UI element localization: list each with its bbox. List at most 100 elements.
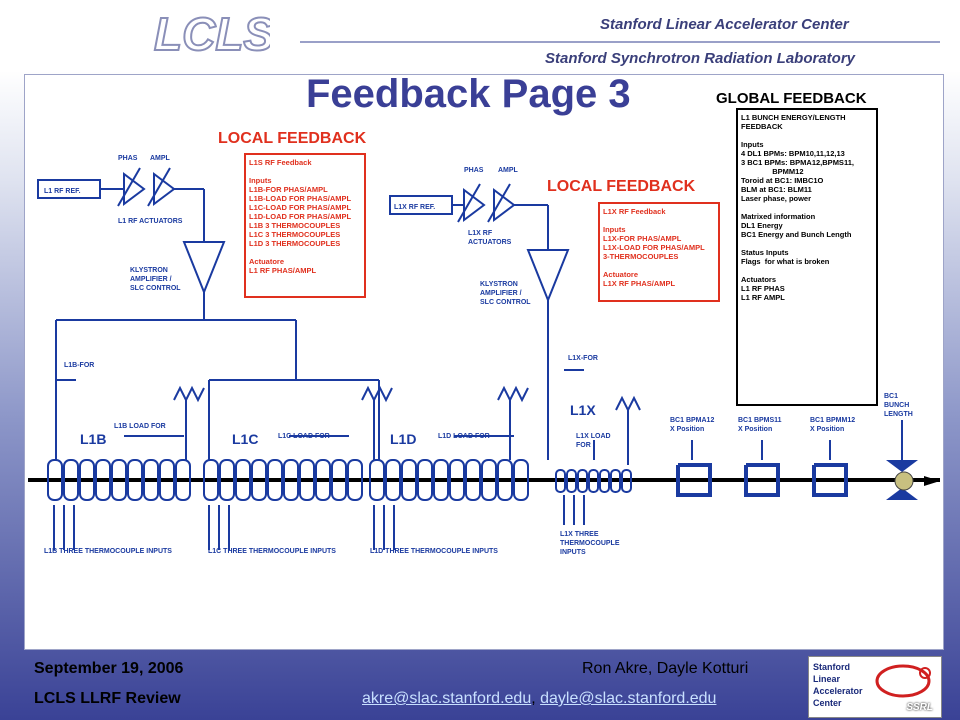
l1c-label: L1C <box>232 431 258 447</box>
phas-label-1: PHAS <box>118 155 138 162</box>
l1s-box-line: L1B 3 THERMOCOUPLES <box>249 221 341 230</box>
bc1-bpmm12-label-1: BC1 BPMM12 <box>810 417 855 424</box>
footer-email-links: akre@slac.stanford.edu, dayle@slac.stanf… <box>362 690 716 708</box>
global-feedback-box: L1 BUNCH ENERGY/LENGTH FEEDBACK Inputs 4… <box>736 108 878 406</box>
l1-phase-shifter <box>123 172 146 206</box>
global-box-line: BPMM12 <box>741 167 804 176</box>
slac-logo-text: Stanford Linear Accelerator Center <box>813 662 863 708</box>
l1s-feedback-box: L1S RF Feedback Inputs L1B-FOR PHAS/AMPL… <box>244 153 366 298</box>
l1x-thermo-label-1: L1X THREE <box>560 531 599 538</box>
institution-slac: Stanford Linear Accelerator Center <box>600 16 849 33</box>
l1x-rf-actuators-label-2: ACTUATORS <box>468 239 512 246</box>
l1x-box-line: Actuatore <box>603 270 639 279</box>
footer-date: September 19, 2006 <box>34 660 184 677</box>
header-rule <box>300 41 940 43</box>
bc1-bunch-label-2: BUNCH <box>884 402 909 409</box>
bc1-bend-3 <box>812 463 848 497</box>
global-box-line <box>741 203 873 212</box>
l1s-box-line: L1B-FOR PHAS/AMPL <box>249 185 328 194</box>
klystron-l1-label-1: KLYSTRON <box>130 267 168 274</box>
l1x-thermo-label-2: THERMOCOUPLE <box>560 540 620 547</box>
bc1-bpms11-label-1: BC1 BPMS11 <box>738 417 782 424</box>
ampl-label-2: AMPL <box>498 167 519 174</box>
global-box-line: Flags for what is broken <box>741 257 830 266</box>
lcls-logo-text: LCLS <box>154 8 270 60</box>
bc1-bpms11-label-2: X Position <box>738 426 772 433</box>
l1c-cavities <box>203 459 363 501</box>
slac-ssrl-logo: Stanford Linear Accelerator Center SSRL <box>808 656 942 718</box>
l1b-cavities <box>47 459 191 501</box>
l1s-box-line <box>249 248 361 257</box>
global-box-line: FEEDBACK <box>741 122 783 131</box>
l1s-box-line: L1C 3 THERMOCOUPLES <box>249 230 341 239</box>
l1c-load-label: L1C LOAD FOR <box>278 433 330 440</box>
l1d-cavities <box>369 459 529 501</box>
lcls-logo: LCLS <box>153 7 270 61</box>
klystron-l1x <box>526 249 570 303</box>
l1d-label: L1D <box>390 431 416 447</box>
l1x-box-line: L1X RF PHAS/AMPL <box>603 279 676 288</box>
bc1-bpma12-label-1: BC1 BPMA12 <box>670 417 714 424</box>
global-box-line <box>741 239 873 248</box>
l1d-thermo-label: L1D THREE THERMOCOUPLE INPUTS <box>370 548 498 555</box>
global-box-line: L1 RF PHAS <box>741 284 785 293</box>
l1s-box-line: Actuatore <box>249 257 285 266</box>
global-box-line <box>741 131 873 140</box>
bc1-bunch-label-1: BC1 <box>884 393 898 400</box>
l1s-box-line: L1C-LOAD FOR PHAS/AMPL <box>249 203 352 212</box>
global-box-line: BC1 Energy and Bunch Length <box>741 230 852 239</box>
l1x-load-label-1: L1X LOAD <box>576 433 611 440</box>
bc1-bpmm12-label-2: X Position <box>810 426 844 433</box>
global-feedback-label: GLOBAL FEEDBACK <box>716 90 867 107</box>
ssrl-logo-text: SSRL <box>906 702 933 713</box>
l1x-box-line <box>603 216 715 225</box>
bc1-bend-1 <box>676 463 712 497</box>
ssrl-ring-icon <box>875 664 931 698</box>
l1x-rf-actuators-label-1: L1X RF <box>468 230 493 237</box>
l1x-box-line: 3-THERMOCOUPLES <box>603 252 679 261</box>
l1b-label: L1B <box>80 431 106 447</box>
email-link-akre[interactable]: akre@slac.stanford.edu <box>362 690 532 707</box>
klystron-l1-label-2: AMPLIFIER / <box>130 276 172 283</box>
global-box-line: L1 RF AMPL <box>741 293 785 302</box>
global-box-line: Laser phase, power <box>741 194 812 203</box>
l1s-box-line: L1D-LOAD FOR PHAS/AMPL <box>249 212 352 221</box>
l1s-box-line: Inputs <box>249 176 272 185</box>
l1x-box-line: L1X RF Feedback <box>603 207 666 216</box>
l1x-thermo-label-3: INPUTS <box>560 549 586 556</box>
global-box-line: 4 DL1 BPMs: BPM10,11,12,13 <box>741 149 845 158</box>
phas-label-2: PHAS <box>464 167 484 174</box>
global-box-line: BLM at BC1: BLM11 <box>741 185 812 194</box>
l1s-box-line: L1D 3 THERMOCOUPLES <box>249 239 341 248</box>
header-band: LCLS Stanford Linear Accelerator Center … <box>0 0 960 72</box>
l1b-load-label: L1B LOAD FOR <box>114 423 166 430</box>
bc1-bpma12-label-2: X Position <box>670 426 704 433</box>
l1s-box-line: L1S RF Feedback <box>249 158 312 167</box>
bc1-bunch-label-3: LENGTH <box>884 411 913 418</box>
global-box-line: Toroid at BC1: IMBC1O <box>741 176 824 185</box>
klystron-l1-label-3: SLC CONTROL <box>130 285 181 292</box>
l1s-box-line: L1B-LOAD FOR PHAS/AMPL <box>249 194 352 203</box>
klystron-l1 <box>182 241 226 295</box>
l1x-attenuator <box>493 188 516 222</box>
bunch-length-arrow <box>886 460 918 472</box>
page-title: Feedback Page 3 <box>306 72 631 116</box>
klystron-l1x-label-3: SLC CONTROL <box>480 299 531 306</box>
l1x-for-label: L1X-FOR <box>568 355 598 362</box>
global-box-line: 3 BC1 BPMs: BPMA12,BPMS11, <box>741 158 854 167</box>
footer-authors: Ron Akre, Dayle Kotturi <box>582 660 749 677</box>
feedback-diagram: PHAS AMPL PHAS AMPL L1 RF REF. L1X RF RE… <box>28 155 940 556</box>
bunch-length-monitor-icon <box>894 471 914 491</box>
l1c-thermo-label: L1C THREE THERMOCOUPLE INPUTS <box>208 548 336 555</box>
bc1-bend-2 <box>744 463 780 497</box>
klystron-l1x-label-2: AMPLIFIER / <box>480 290 522 297</box>
l1x-feedback-box: L1X RF Feedback Inputs L1X-FOR PHAS/AMPL… <box>598 202 720 302</box>
local-feedback-label-l1s: LOCAL FEEDBACK <box>218 130 367 147</box>
l1x-cavities <box>555 469 632 493</box>
global-box-line: L1 BUNCH ENERGY/LENGTH <box>741 113 846 122</box>
l1-attenuator <box>153 172 176 206</box>
institution-ssrl: Stanford Synchrotron Radiation Laborator… <box>545 50 856 67</box>
local-feedback-label-l1x: LOCAL FEEDBACK <box>547 178 696 195</box>
global-box-line: Matrixed information <box>741 212 816 221</box>
email-link-kotturi[interactable]: dayle@slac.stanford.edu <box>540 690 717 707</box>
